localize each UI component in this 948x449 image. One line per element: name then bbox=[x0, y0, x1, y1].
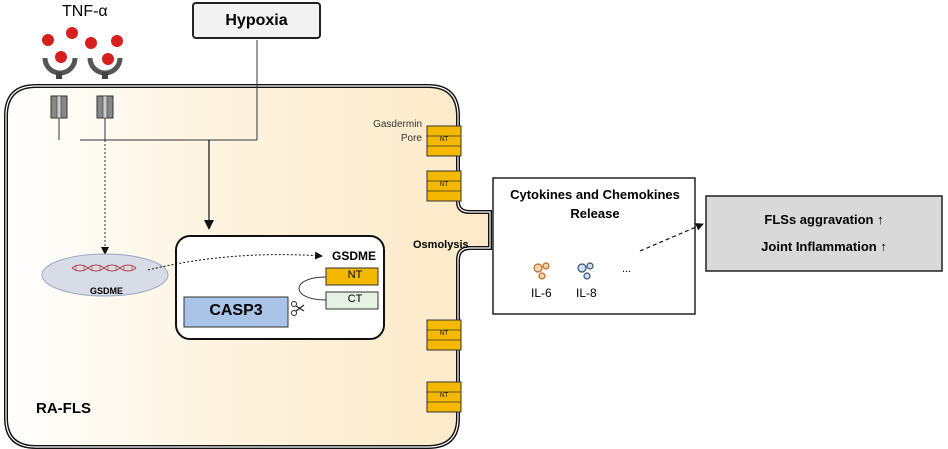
scissors-icon bbox=[291, 301, 305, 316]
ct-domain bbox=[325, 291, 379, 310]
cell-type-label: RA-FLS bbox=[36, 400, 91, 417]
linker bbox=[298, 276, 327, 301]
il6-label: IL-6 bbox=[531, 286, 552, 300]
tnf-ligand bbox=[55, 51, 67, 63]
gasdermin-pore bbox=[426, 170, 462, 202]
casp3-label: CASP3 bbox=[209, 302, 263, 319]
gasdermin-pore-label: Gasdermin Pore bbox=[373, 119, 422, 144]
arrow-gene-to-protein bbox=[147, 251, 323, 271]
il8-icon bbox=[577, 262, 594, 280]
release-box bbox=[492, 177, 696, 315]
tnf-ligand bbox=[102, 53, 114, 65]
outcome-fls-aggravation: FLSs aggravation ↑ bbox=[764, 212, 884, 227]
tnf-ligand bbox=[66, 27, 78, 39]
osmolysis-label: Osmolysis bbox=[413, 239, 469, 251]
tnf-receptor bbox=[42, 57, 78, 119]
tnf-ligands bbox=[42, 27, 123, 65]
gasdermin-pore bbox=[426, 381, 462, 413]
gasdermin-pore bbox=[426, 319, 462, 351]
il8-label: IL-8 bbox=[576, 286, 597, 300]
tnf-receptor bbox=[87, 57, 123, 119]
outcome-joint-inflammation: Joint Inflammation ↑ bbox=[761, 239, 887, 254]
tnf-ligand bbox=[111, 35, 123, 47]
dna-helix-icon bbox=[71, 264, 137, 272]
pore-nt-label: NT bbox=[440, 331, 448, 337]
pore-nt-label: NT bbox=[440, 393, 448, 399]
il6-icon bbox=[533, 262, 550, 280]
gasdermin-pore bbox=[426, 125, 462, 157]
pore-nt-label: NT bbox=[440, 182, 448, 188]
tnf-ligand bbox=[85, 37, 97, 49]
ct-label: CT bbox=[347, 293, 363, 305]
hypoxia-box: Hypoxia bbox=[192, 2, 321, 39]
gsdme-gene-nucleus bbox=[41, 253, 169, 297]
gsdme-gene-label: GSDME bbox=[90, 286, 124, 296]
arrow-to-outcome bbox=[639, 223, 704, 252]
release-title: Cytokines and Chemokines Release bbox=[510, 187, 680, 221]
tnf-alpha-label: TNF-α bbox=[62, 3, 108, 20]
pore-nt-label: NT bbox=[440, 137, 448, 143]
nt-label: NT bbox=[347, 269, 363, 281]
casp3-enzyme bbox=[183, 296, 289, 328]
nt-domain bbox=[325, 267, 379, 286]
more-cytokines-label: ... bbox=[622, 263, 632, 275]
tnf-ligand bbox=[42, 34, 54, 46]
gsdme-protein-label: GSDME bbox=[332, 249, 377, 263]
outcome-box bbox=[705, 195, 943, 272]
